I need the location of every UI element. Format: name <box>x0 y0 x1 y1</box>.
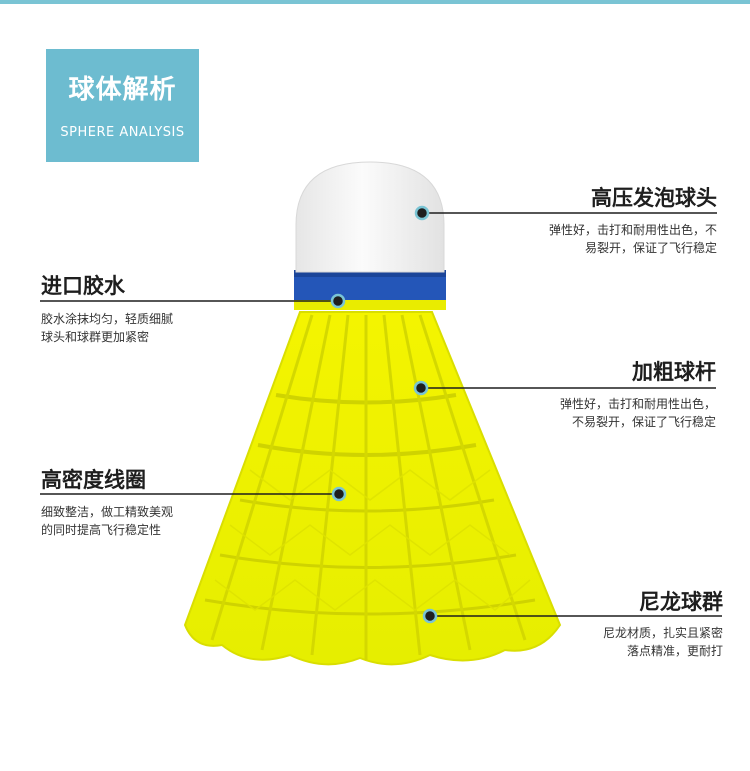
section-subtitle: SPHERE ANALYSIS <box>60 125 185 140</box>
callout-desc-line: 不易裂开，保证了飞行稳定 <box>571 415 716 429</box>
callout-desc-shaft: 弹性好，击打和耐用性出色， 不易裂开，保证了飞行稳定 <box>560 395 716 431</box>
callout-desc-line: 胶水涂抹均匀，轻质细腻 <box>41 312 174 326</box>
callout-title-ring: 高密度线圈 <box>41 468 146 492</box>
callout-desc-line: 弹性好，击打和耐用性出色，不 <box>548 223 717 237</box>
callout-title-glue: 进口胶水 <box>41 274 125 298</box>
top-accent-bar <box>0 0 750 4</box>
callout-pointer-glue <box>40 293 346 309</box>
callout-desc-line: 易裂开，保证了飞行稳定 <box>584 241 717 255</box>
foam-cork-head <box>295 161 445 273</box>
callout-pointer-cork <box>414 205 717 221</box>
section-badge: 球体解析 SPHERE ANALYSIS <box>46 49 199 162</box>
callout-desc-line: 球头和球群更加紧密 <box>41 330 150 344</box>
nylon-skirt <box>183 311 562 666</box>
callout-desc-line: 的同时提高飞行稳定性 <box>41 523 162 537</box>
callout-desc-skirt: 尼龙材质，扎实且紧密 落点精准，更耐打 <box>603 624 723 660</box>
callout-desc-cork: 弹性好，击打和耐用性出色，不 易裂开，保证了飞行稳定 <box>549 221 717 257</box>
callout-desc-line: 落点精准，更耐打 <box>626 644 723 658</box>
callout-pointer-shaft <box>413 380 716 396</box>
callout-desc-glue: 胶水涂抹均匀，轻质细腻 球头和球群更加紧密 <box>41 310 173 346</box>
callout-desc-line: 细致整洁，做工精致美观 <box>41 505 174 519</box>
callout-title-skirt: 尼龙球群 <box>639 590 723 614</box>
glue-band <box>294 270 446 310</box>
callout-pointer-skirt <box>422 608 722 624</box>
callout-desc-line: 弹性好，击打和耐用性出色， <box>559 397 716 411</box>
section-title: 球体解析 <box>68 75 177 105</box>
callout-title-shaft: 加粗球杆 <box>632 360 716 384</box>
callout-desc-line: 尼龙材质，扎实且紧密 <box>602 626 723 640</box>
callout-title-cork: 高压发泡球头 <box>591 186 717 210</box>
callout-desc-ring: 细致整洁，做工精致美观 的同时提高飞行稳定性 <box>41 503 173 539</box>
callout-pointer-ring <box>40 486 347 502</box>
